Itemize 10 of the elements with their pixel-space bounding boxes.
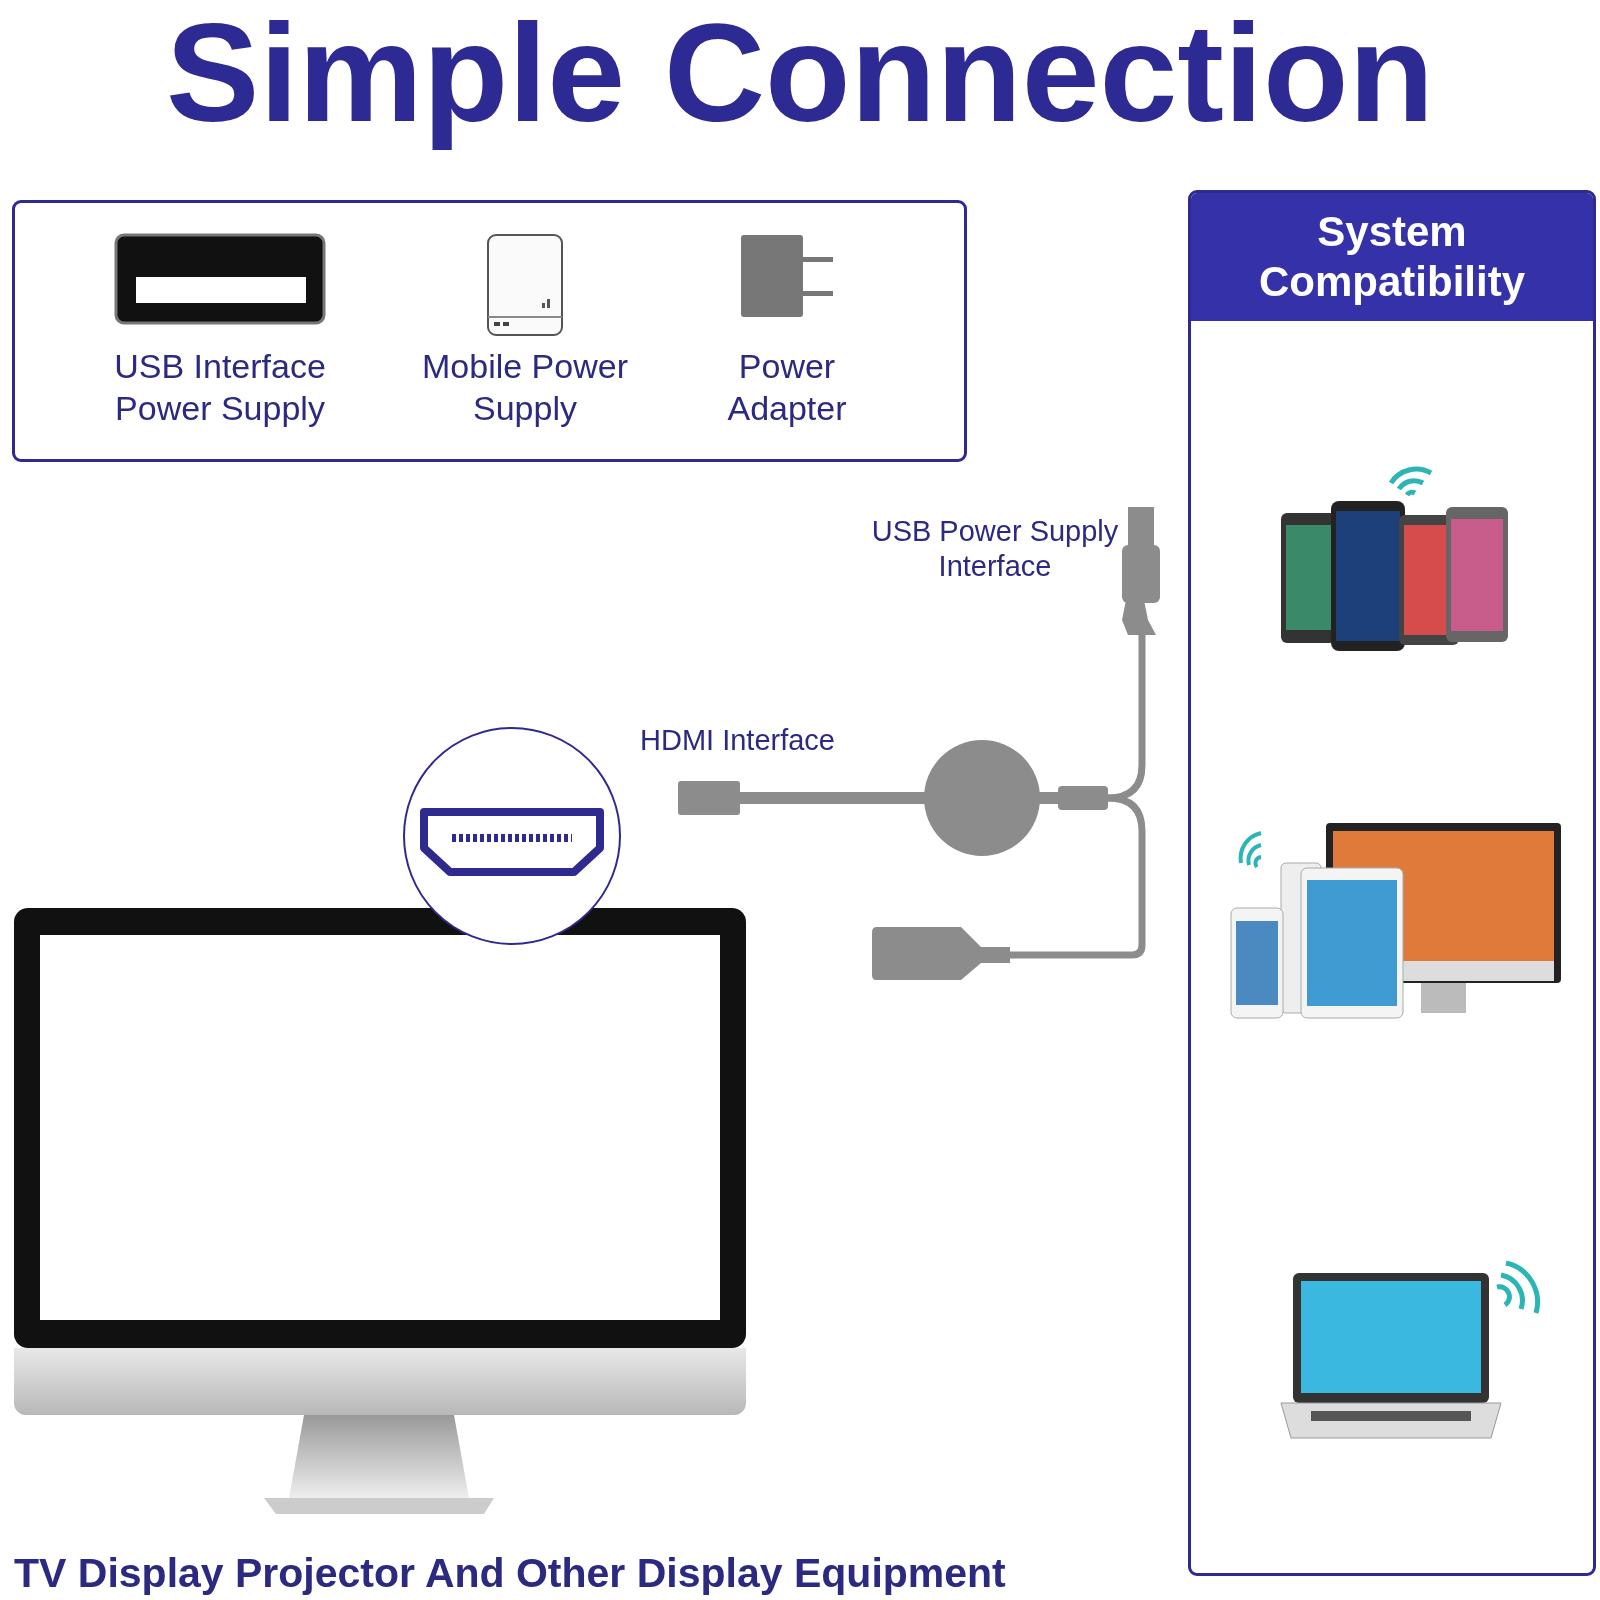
power-options-panel	[12, 200, 967, 462]
panel-heading: System Compatibility	[1191, 193, 1593, 321]
title: Simple Connection	[165, 0, 1435, 153]
item-caption: USB Interface Power Supply	[113, 346, 327, 429]
connector-label: USB Power Supply Interface	[870, 514, 1120, 584]
item-caption: Mobile Power Supply	[421, 346, 629, 429]
connector-label: HDMI Interface	[640, 724, 835, 757]
item-caption: Power Adapter	[726, 346, 848, 429]
compatibility-panel	[1188, 190, 1596, 1576]
monitor-caption: TV Display Projector And Other Display Equipment	[14, 1550, 1006, 1597]
